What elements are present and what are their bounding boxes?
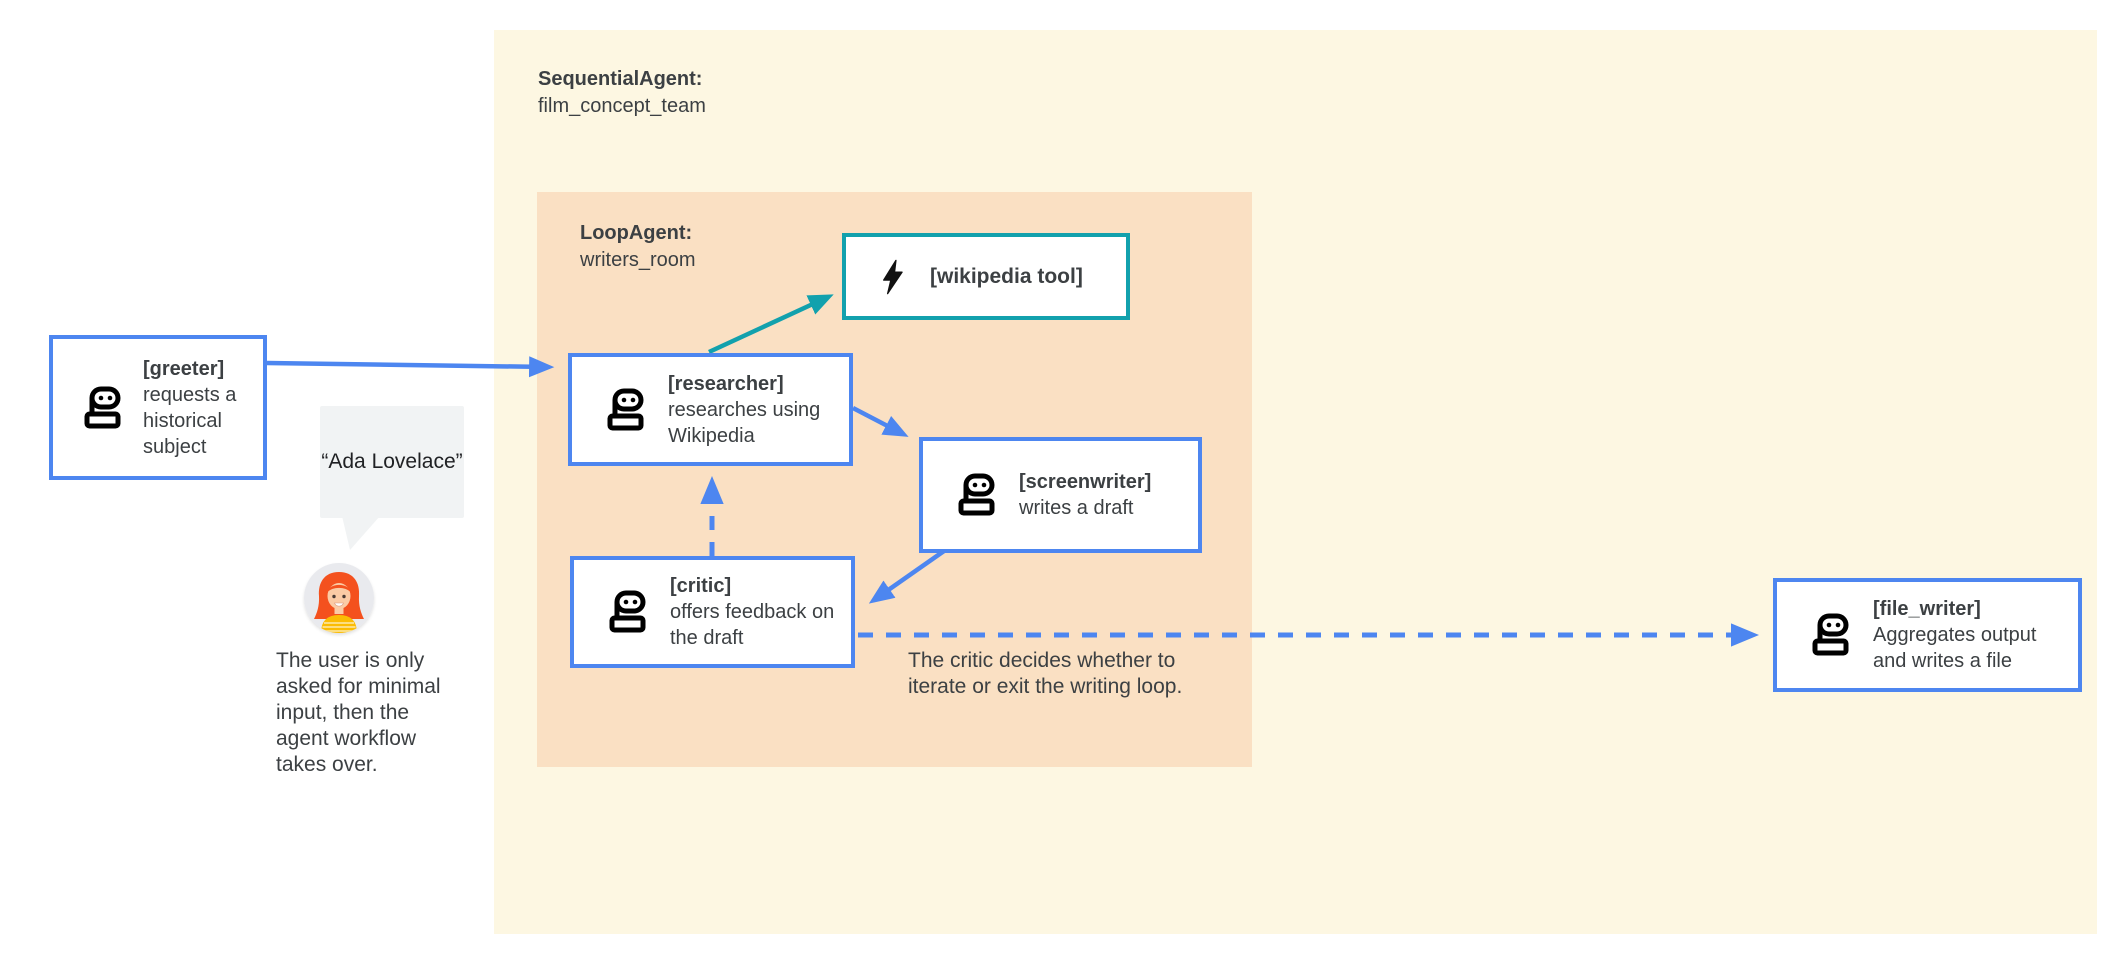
node-researcher: [researcher] researches using Wikipedia bbox=[568, 353, 853, 466]
sequential-agent-label: SequentialAgent: film_concept_team bbox=[538, 66, 706, 120]
loop-agent-title: LoopAgent: bbox=[580, 222, 693, 244]
node-title: [critic] bbox=[670, 575, 732, 597]
node-title: [file_writer] bbox=[1873, 598, 1981, 620]
node-critic: [critic] offers feedback on the draft bbox=[570, 556, 855, 668]
node-title: [wikipedia tool] bbox=[930, 264, 1083, 288]
node-title: [researcher] bbox=[668, 372, 784, 395]
robot-icon bbox=[951, 471, 1001, 519]
node-title: [screenwriter] bbox=[1019, 471, 1152, 493]
node-desc: researches using Wikipedia bbox=[668, 398, 821, 447]
speech-bubble-text: “Ada Lovelace” bbox=[321, 450, 463, 473]
user-avatar-icon bbox=[304, 563, 374, 633]
critic-note: The critic decides whether to iterate or… bbox=[908, 649, 1183, 698]
robot-icon bbox=[600, 386, 650, 434]
node-greeter: [greeter] requests a historical subject bbox=[49, 335, 267, 480]
robot-icon bbox=[602, 588, 652, 636]
node-file-writer: [file_writer] Aggregates output and writ… bbox=[1773, 578, 2082, 692]
loop-agent-label: LoopAgent: writers_room bbox=[580, 220, 696, 274]
node-desc: requests a historical subject bbox=[143, 383, 237, 458]
robot-icon bbox=[1805, 611, 1855, 659]
user-note: The user is only asked for minimal input… bbox=[276, 649, 441, 776]
node-screenwriter: [screenwriter] writes a draft bbox=[919, 437, 1202, 553]
node-desc: offers feedback on the draft bbox=[670, 601, 835, 649]
robot-icon bbox=[77, 384, 127, 432]
speech-bubble: “Ada Lovelace” bbox=[320, 406, 464, 550]
node-desc: Aggregates output and writes a file bbox=[1873, 624, 2037, 672]
loop-agent-name: writers_room bbox=[580, 249, 696, 271]
node-title: [greeter] bbox=[143, 357, 225, 380]
node-wikipedia-tool: [wikipedia tool] bbox=[842, 233, 1130, 320]
lightning-bolt-icon bbox=[878, 258, 906, 296]
sequential-agent-title: SequentialAgent: bbox=[538, 68, 703, 90]
node-desc: writes a draft bbox=[1019, 497, 1134, 519]
sequential-agent-name: film_concept_team bbox=[538, 95, 706, 117]
